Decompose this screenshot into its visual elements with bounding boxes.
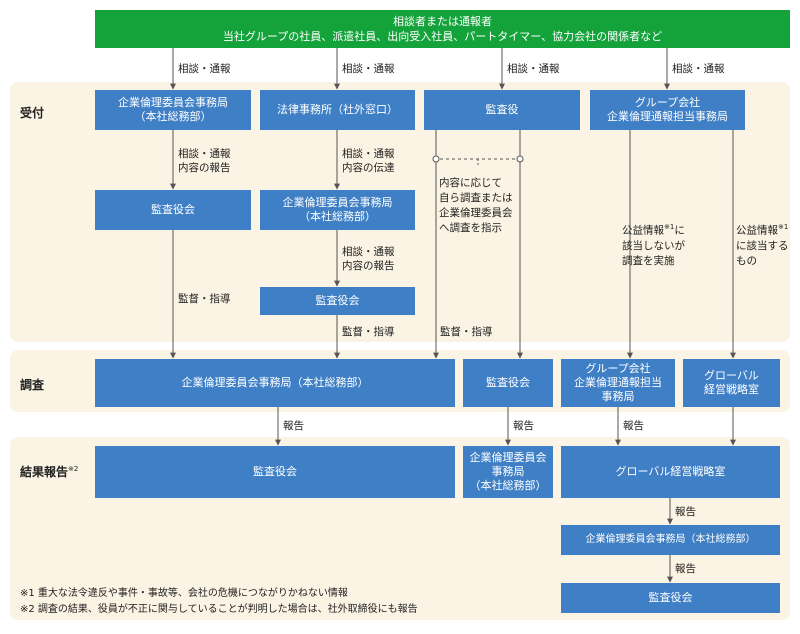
investigation-audit-label: 監査役会 <box>486 376 530 389</box>
label-consult-3: 相談・通報 <box>507 63 560 75</box>
reception-law-firm: 法律事務所（社外窓口） <box>260 90 415 130</box>
label-report-contents: 相談・通報 内容の報告 <box>178 147 231 175</box>
label-public-yes: 公益情報※1 に該当する もの <box>736 220 789 269</box>
label-report-contents-b: 相談・通報 内容の報告 <box>342 245 395 273</box>
label-consult-1: 相談・通報 <box>178 63 231 75</box>
label-report-contents-b2: 内容の報告 <box>342 260 395 272</box>
label-report-1: 報告 <box>283 420 304 432</box>
result-global-strategy: グローバル経営戦略室 <box>561 446 780 498</box>
reception-group-office: グループ会社 企業倫理通報担当事務局 <box>590 90 745 130</box>
label-report-contents-2: 内容の報告 <box>178 162 231 174</box>
ethics-committee-b-line2: （本社総務部） <box>299 210 376 223</box>
label-public-no-1: 公益情報 <box>622 224 664 237</box>
ethics-committee-b-line1: 企業倫理委員会事務局 <box>282 196 393 209</box>
label-convey-2: 内容の伝達 <box>342 162 395 174</box>
footnote-mark: ※2 <box>68 465 79 473</box>
branch-node-right <box>516 155 524 163</box>
investigation-group-office: グループ会社 企業倫理通報担当 事務局 <box>561 359 675 407</box>
label-auditor-note-2: 自ら調査または <box>439 192 513 204</box>
investigation-audit-board: 監査役会 <box>463 359 553 407</box>
audit-board-a-label: 監査役会 <box>151 203 195 216</box>
label-consult-2: 相談・通報 <box>342 63 395 75</box>
investigation-ethics-label: 企業倫理委員会事務局（本社総務部） <box>181 376 369 389</box>
label-auditor-note: 内容に応じて 自ら調査または 企業倫理委員会 へ調査を指示 <box>439 176 513 236</box>
reception-group-line2: 企業倫理通報担当事務局 <box>607 110 728 123</box>
footnote-2: ※2 調査の結果、役員が不正に関与していることが判明した場合は、社外取締役にも報… <box>20 604 418 615</box>
reception-ethics-committee: 企業倫理委員会事務局 （本社総務部） <box>95 90 251 130</box>
investigation-global-line1: グローバル <box>704 369 759 382</box>
result-final-audit-board: 監査役会 <box>561 583 780 613</box>
label-public-no-3: 該当しないが <box>622 239 685 252</box>
result-audit-label: 監査役会 <box>253 465 297 478</box>
reception-ethics-line1: 企業倫理委員会事務局 <box>118 96 228 109</box>
audit-board-b: 監査役会 <box>260 287 415 315</box>
band-label-result: 結果報告※2 <box>20 465 79 479</box>
result-ethics-line1: 企業倫理委員会 <box>469 451 547 464</box>
investigation-group-line3: 事務局 <box>601 390 635 403</box>
reporter-subtitle: 当社グループの社員、派遣社員、出向受入社員、パートタイマー、協力会社の関係者など <box>222 30 663 43</box>
label-consult-4: 相談・通報 <box>672 63 725 75</box>
band-label-reception: 受付 <box>20 106 45 120</box>
ethics-committee-b: 企業倫理委員会事務局 （本社総務部） <box>260 190 415 230</box>
branch-node-left <box>432 155 440 163</box>
label-auditor-note-1: 内容に応じて <box>439 177 502 189</box>
label-supervise-3: 監督・指導 <box>440 326 493 338</box>
band-label-investigation: 調査 <box>20 378 45 392</box>
label-convey-contents: 相談・通報 内容の伝達 <box>342 147 395 175</box>
reception-ethics-line2: （本社総務部） <box>134 110 212 123</box>
label-supervise-1: 監督・指導 <box>178 293 231 305</box>
result-final-audit-label: 監査役会 <box>648 591 693 604</box>
label-report-contents-b1: 相談・通報 <box>342 246 395 258</box>
label-public-yes-1: 公益情報 <box>736 224 778 237</box>
result-ethics-hq-label: 企業倫理委員会事務局（本社総務部） <box>585 534 756 545</box>
reporter-box: 相談者または通報者 当社グループの社員、派遣社員、出向受入社員、パートタイマー、… <box>95 10 790 48</box>
label-report-3: 報告 <box>623 420 644 432</box>
label-supervise-2: 監督・指導 <box>342 326 395 338</box>
investigation-ethics-committee: 企業倫理委員会事務局（本社総務部） <box>95 359 455 407</box>
audit-board-a: 監査役会 <box>95 190 251 230</box>
result-ethics-line2: 事務局 <box>491 465 525 478</box>
label-auditor-note-4: へ調査を指示 <box>439 222 502 234</box>
label-public-no-2: に <box>674 224 685 237</box>
result-ethics-hq: 企業倫理委員会事務局（本社総務部） <box>561 525 780 555</box>
footnote-1: ※1 重大な法令違反や事件・事故等、会社の危機につながりかねない情報 <box>20 588 348 599</box>
label-public-no-4: 調査を実施 <box>622 254 675 267</box>
label-public-yes-2: に該当する <box>736 239 789 252</box>
investigation-group-line2: 企業倫理通報担当 <box>574 376 662 389</box>
label-report-contents-1: 相談・通報 <box>178 148 231 160</box>
audit-board-b-label: 監査役会 <box>315 294 360 307</box>
reception-auditor: 監査役 <box>424 90 580 130</box>
reporter-title: 相談者または通報者 <box>393 15 492 28</box>
label-auditor-note-3: 企業倫理委員会 <box>439 207 513 219</box>
result-global-label: グローバル経営戦略室 <box>615 465 726 478</box>
label-public-yes-3: もの <box>736 254 757 267</box>
label-report-2: 報告 <box>513 420 534 432</box>
label-report-5: 報告 <box>675 563 696 575</box>
result-ethics-committee: 企業倫理委員会 事務局 （本社総務部） <box>463 446 553 498</box>
label-public-no: 公益情報※1に 該当しないが 調査を実施 <box>622 220 685 269</box>
reception-auditor-label: 監査役 <box>485 103 519 116</box>
label-report-4: 報告 <box>675 506 696 518</box>
result-audit-board: 監査役会 <box>95 446 455 498</box>
label-public-no-mark: ※1 <box>664 223 675 231</box>
label-public-yes-mark: ※1 <box>778 223 789 231</box>
label-convey-1: 相談・通報 <box>342 148 395 160</box>
investigation-global-strategy: グローバル 経営戦略室 <box>683 359 780 407</box>
investigation-global-line2: 経営戦略室 <box>704 383 759 396</box>
investigation-group-line1: グループ会社 <box>585 362 651 375</box>
result-ethics-line3: （本社総務部） <box>469 479 547 492</box>
reception-law-firm-label: 法律事務所（社外窓口） <box>277 103 398 116</box>
reception-group-line1: グループ会社 <box>634 96 701 109</box>
